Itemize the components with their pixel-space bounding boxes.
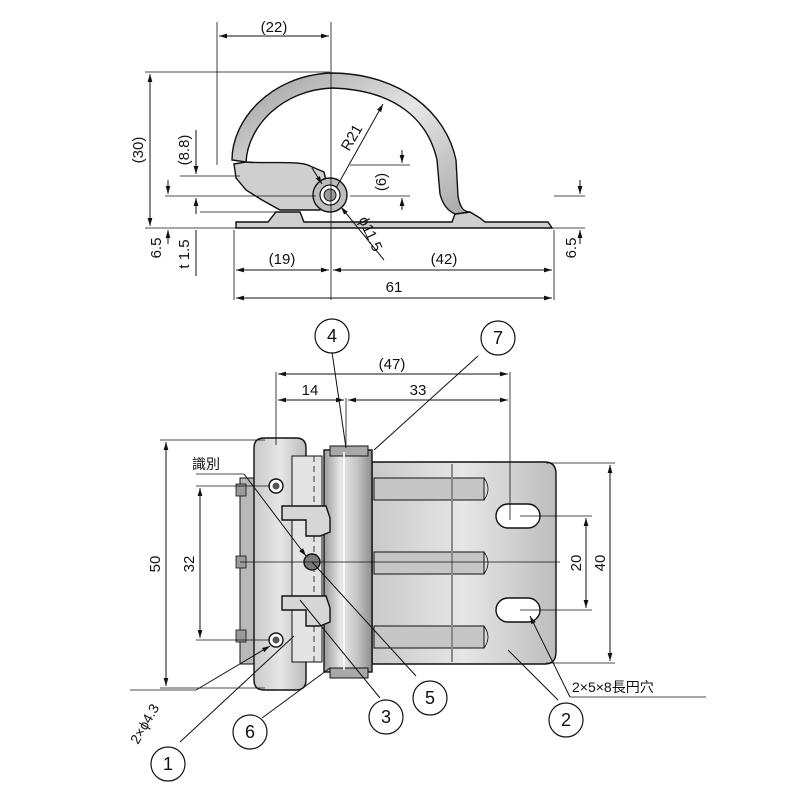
- dim-r21: R21: [338, 122, 366, 154]
- barrel-cap-bottom: [329, 667, 369, 679]
- right-leaf-knuckles: [373, 464, 489, 662]
- side-arc-leaf: [231, 72, 471, 215]
- svg-text:4: 4: [327, 326, 337, 346]
- side-pin: [323, 188, 337, 202]
- dim-33: 33: [410, 382, 427, 399]
- callout-3: 3: [368, 699, 404, 735]
- svg-text:3: 3: [381, 707, 391, 727]
- note-holes: 2×ϕ4.3: [127, 701, 163, 747]
- dim-19: (19): [269, 251, 296, 268]
- side-base-plate: [235, 211, 554, 229]
- svg-text:7: 7: [493, 328, 503, 348]
- note-slots-box: [568, 676, 708, 698]
- svg-text:1: 1: [163, 754, 173, 774]
- dim-22: (22): [261, 19, 288, 36]
- dim-8-8: (8.8): [176, 135, 193, 166]
- dim-50: 50: [147, 556, 164, 573]
- callout-7: 7: [480, 320, 516, 356]
- dim-14: 14: [302, 382, 319, 399]
- dim-42: (42): [431, 251, 458, 268]
- dim-6: (6): [373, 173, 390, 191]
- callout-1: 1: [150, 746, 186, 782]
- side-view: (22) (30) (8.8) R21 (6) ϕ11.5 6.5 t 1.5 …: [130, 19, 585, 301]
- svg-text:5: 5: [425, 688, 435, 708]
- dim-32: 32: [181, 556, 198, 573]
- dim-20: 20: [568, 555, 585, 572]
- dim-47: (47): [379, 356, 406, 373]
- note-slots: 2×5×8長円穴: [572, 679, 654, 695]
- side-latch-leaf: [233, 161, 331, 211]
- callout-4: 4: [314, 318, 350, 354]
- latch-tab-upper: [281, 505, 331, 537]
- dim-40: 40: [592, 555, 609, 572]
- dim-61: 61: [386, 279, 403, 296]
- dim-6-5-left: 6.5: [148, 238, 165, 259]
- callout-6: 6: [232, 714, 268, 750]
- barrel-cap-top: [329, 445, 369, 457]
- note-identification: 識別: [192, 456, 220, 472]
- svg-text:2: 2: [561, 710, 571, 730]
- top-view: (47) 14 33 50 32 20 40 識別 2×ϕ4.3 2×5×8長円…: [127, 318, 708, 782]
- callout-5: 5: [412, 680, 448, 716]
- dim-phi-11-5: ϕ11.5: [355, 214, 386, 254]
- dim-6-5-right: 6.5: [563, 238, 580, 259]
- dim-t1-5: t 1.5: [176, 239, 193, 268]
- latch-tab-lower: [281, 595, 331, 627]
- svg-text:6: 6: [245, 722, 255, 742]
- callout-2: 2: [548, 702, 584, 738]
- dim-30: (30): [130, 137, 147, 164]
